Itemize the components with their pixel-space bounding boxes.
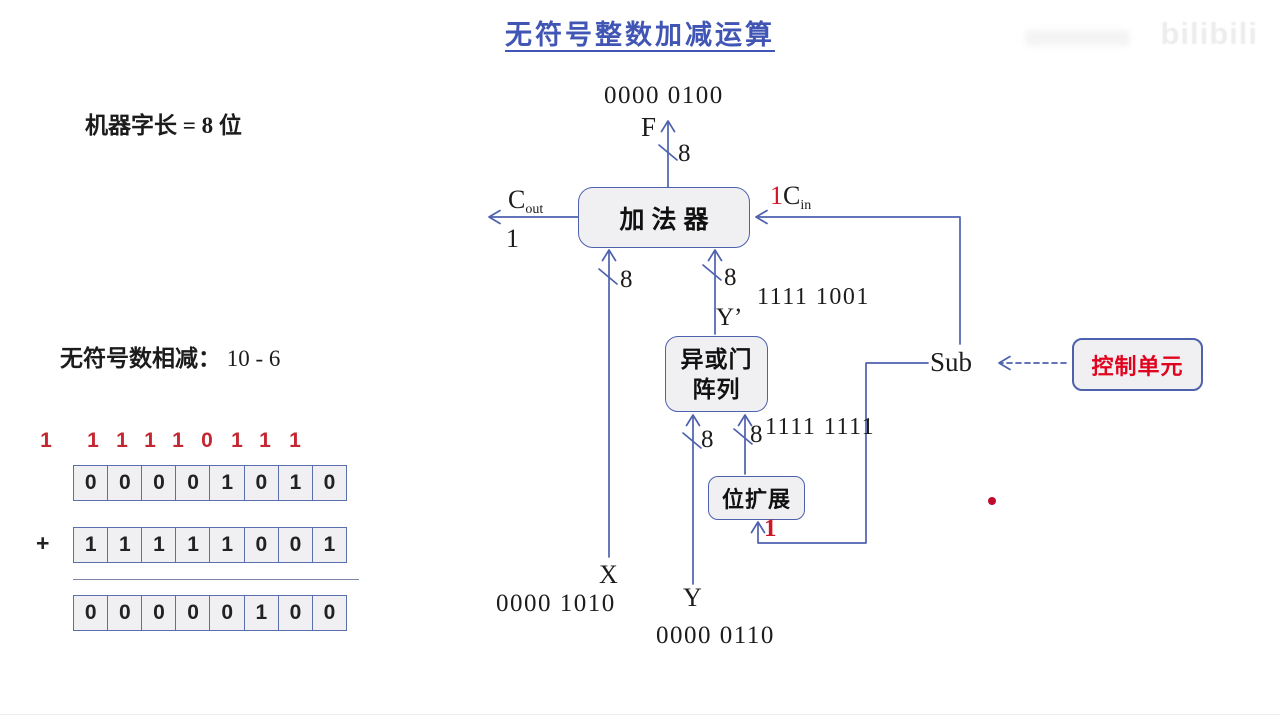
bit-cell: 1	[277, 465, 314, 501]
bit-cell: 0	[243, 527, 280, 563]
arrowhead-x-up	[601, 249, 617, 262]
arrowhead-f-up	[660, 120, 676, 133]
bus-slash-yprime	[702, 264, 722, 281]
f-value: 0000 0100	[604, 82, 724, 109]
bit-cell: 1	[209, 527, 245, 563]
carry-bit: 1	[259, 429, 271, 452]
result-row: 0 0 0 0 0 1 0 0	[73, 595, 348, 631]
bit-cell: 1	[73, 527, 109, 563]
note-word-length: 机器字长 = 8 位	[85, 113, 242, 138]
cin-base: C	[783, 181, 801, 210]
x-value: 0000 1010	[496, 590, 616, 617]
xor-gate-array-box: 异或门 阵列	[665, 336, 768, 412]
bit-cell: 0	[141, 465, 177, 501]
bus-slash-y	[682, 432, 702, 449]
cout-value: 1	[506, 224, 519, 253]
arrowhead-cout-left	[488, 209, 501, 225]
watermark-smudge	[1025, 30, 1130, 46]
yprime-value: 1111 1001	[757, 284, 870, 310]
bit-cell: 1	[175, 527, 211, 563]
bit-cell: 0	[209, 595, 245, 631]
bit-cell: 0	[107, 595, 143, 631]
arrowhead-bitext-up	[737, 414, 753, 427]
note-subtraction-value: 10 - 6	[226, 346, 281, 371]
bit-extend-box: 位扩展	[708, 476, 805, 520]
control-unit-box: 控制单元	[1072, 338, 1203, 391]
y-label: Y	[683, 583, 702, 612]
f-label: F	[641, 112, 657, 142]
carry-bit: 1	[144, 429, 156, 452]
operand1-row: 0 0 0 0 1 0 1 0	[73, 465, 348, 501]
xor-label-line1: 异或门	[680, 345, 753, 372]
bit-cell: 1	[107, 527, 143, 563]
bit-cell: 0	[311, 595, 348, 631]
bit-cell: 1	[243, 595, 280, 631]
page-title: 无符号整数加减运算	[505, 20, 775, 50]
sum-divider-line	[73, 579, 359, 580]
bit-cell: 0	[175, 465, 211, 501]
bit-cell: 0	[311, 465, 348, 501]
bit-cell: 0	[141, 595, 177, 631]
bit-cell: 1	[141, 527, 177, 563]
bus-width-f: 8	[678, 140, 691, 167]
arrowhead-bitext-in-up	[750, 521, 766, 534]
bilibili-watermark: bilibili	[1160, 16, 1258, 51]
bit-cell: 0	[175, 595, 211, 631]
wire-cin	[757, 216, 961, 345]
note-subtraction-label: 无符号数相减：	[60, 346, 221, 371]
arrowhead-y-up	[685, 414, 701, 427]
carry-bit: 1	[116, 429, 128, 452]
bit-cell: 0	[243, 465, 280, 501]
bus-slash-f	[658, 144, 678, 161]
bit-cell: 0	[277, 595, 314, 631]
bus-width-xor-right: 8	[750, 421, 763, 448]
cin-label: 1Cin	[770, 181, 811, 214]
cout-subscript: out	[525, 202, 544, 217]
carry-bit: 1	[231, 429, 243, 452]
carry-bit: 1	[289, 429, 301, 452]
x-label: X	[599, 560, 618, 589]
extend-value: 1111 1111	[765, 414, 876, 440]
bit-cell: 1	[311, 527, 348, 563]
arrowhead-sub-left	[998, 355, 1011, 371]
bit-cell: 0	[73, 465, 109, 501]
bit-cell: 0	[107, 465, 143, 501]
bottom-divider	[0, 714, 1280, 715]
extend-input-value: 1	[764, 515, 777, 542]
wire-sub-bitext	[757, 362, 929, 544]
cin-subscript: in	[800, 198, 812, 213]
carry-bit: 1	[40, 429, 52, 452]
note-subtraction: 无符号数相减： 10 - 6	[60, 339, 280, 373]
carry-bit: 1	[172, 429, 184, 452]
arrowhead-cin-left	[755, 209, 768, 225]
red-pointer-dot	[988, 497, 996, 505]
cout-base: C	[508, 185, 526, 214]
carry-bit: 0	[201, 429, 213, 452]
bus-width-x: 8	[620, 266, 633, 293]
bit-cell: 1	[209, 465, 245, 501]
bit-cell: 0	[73, 595, 109, 631]
xor-label-line2: 阵列	[692, 376, 741, 402]
y-value: 0000 0110	[656, 622, 775, 649]
cout-label: Cout	[508, 185, 543, 218]
arrowhead-yprime-up	[707, 249, 723, 262]
operand2-row: 1 1 1 1 1 0 0 1	[73, 527, 348, 563]
bit-cell: 0	[277, 527, 314, 563]
yprime-label: Y’	[716, 304, 743, 331]
bus-width-yprime: 8	[724, 264, 737, 291]
carry-bit: 1	[87, 429, 99, 452]
bus-width-xor-left: 8	[701, 426, 714, 453]
bus-slash-bitext	[733, 428, 753, 445]
plus-sign: +	[36, 530, 50, 556]
bus-slash-x	[598, 268, 618, 285]
cin-value: 1	[770, 181, 783, 210]
sub-signal-label: Sub	[930, 347, 973, 377]
adder-box: 加法器	[578, 187, 750, 248]
